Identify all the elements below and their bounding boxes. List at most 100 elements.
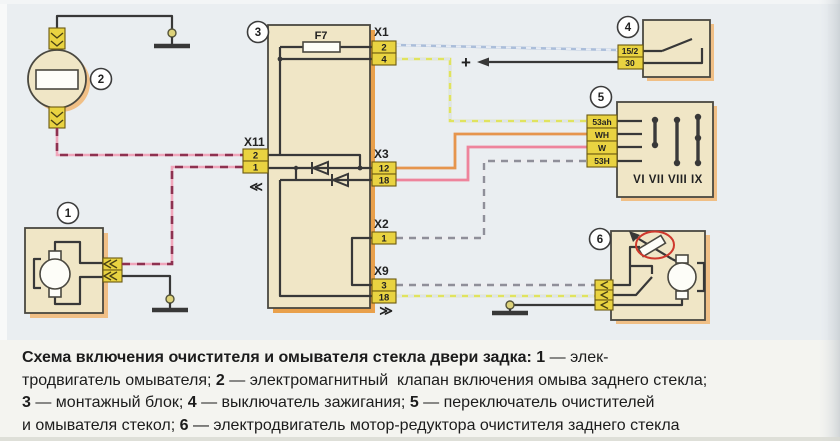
pin-number: 4 [381, 55, 387, 66]
switch-positions: VI VII VIII IX [633, 174, 703, 186]
connector-x3-label: X3 [374, 147, 389, 161]
junction-dot [293, 165, 299, 171]
connector-chevrons [50, 111, 64, 126]
figure-caption: Схема включения очистителя и омывателя с… [22, 347, 817, 437]
ignition-terminal-30 [617, 56, 644, 70]
washer-internal-wires [53, 240, 103, 306]
pin-number: 1 [253, 163, 259, 174]
thermofuse-arrow [629, 231, 640, 242]
brush-bottom [675, 290, 689, 300]
caption-text: — переключатель очистителей [418, 394, 655, 411]
motor6-internal-wires [613, 245, 684, 307]
motor6-pin-2 [594, 289, 614, 301]
thermofuse-highlight-circle [635, 230, 675, 260]
caption-line-1: Схема включения очистителя и омывателя с… [22, 347, 817, 370]
callout-5: 5 [598, 92, 605, 104]
caption-line-4: и омывателя стекол; 6 — электродвигатель… [22, 415, 817, 438]
valve-ground-wire [55, 14, 174, 30]
callout-6: 6 [597, 234, 603, 246]
thermofuse [637, 234, 667, 258]
caption-text: — электродвигатель мотор-редуктора очист… [188, 416, 680, 434]
connector-direction-symbol: ≫ [379, 303, 393, 318]
ground-point-dot [505, 300, 515, 310]
caption-text: 4 [187, 394, 197, 411]
page-top-margin [0, 0, 840, 4]
rear-wiper-motor [594, 230, 710, 324]
connector-chevrons [600, 290, 609, 300]
motor-rotor [39, 258, 71, 290]
ignition-switch: 15/2 30 [617, 19, 714, 81]
wire-ignition-blue-stripe [395, 44, 619, 51]
x2-pin-1 [371, 231, 397, 245]
pin-number: 2 [253, 151, 258, 162]
pin-number: 12 [379, 164, 390, 175]
diode-2 [330, 172, 349, 188]
callout-2-circle [89, 67, 113, 91]
callout-6-circle [588, 227, 612, 251]
pin-number: 2 [381, 43, 386, 54]
wire-switch-supply-stripe [396, 57, 587, 123]
motor6-rotor [667, 262, 697, 292]
connector-x2-label: X2 [374, 217, 389, 231]
callout-1-circle [56, 201, 80, 225]
callout-4-circle [616, 15, 640, 39]
terminal-label: 15/2 [622, 46, 639, 56]
caption-text: 3 [22, 394, 31, 411]
washer-motor [24, 227, 188, 318]
wiper-switch: VI VII VIII IX 53ah WH W 53H [586, 101, 717, 201]
terminal-label: 53H [594, 156, 610, 166]
caption-area [0, 340, 840, 441]
fuse-label: F7 [315, 30, 328, 42]
motor6-pin-3 [594, 299, 614, 311]
motor6-pin-1 [594, 279, 614, 291]
pin-number: 18 [379, 176, 390, 187]
block-connectors: X1 2 4 X3 12 18 X2 1 X9 3 18 ≫ X11 2 1 ≪ [242, 25, 397, 318]
connector-chevrons [103, 259, 118, 269]
fuse-circuit [278, 45, 372, 155]
caption-text: — электромагнитный клапан включения омыв… [224, 371, 708, 389]
washout-valve [27, 14, 190, 129]
battery-arrow-head [477, 57, 489, 67]
valve-coil [35, 69, 79, 90]
terminal-label: W [598, 143, 607, 153]
caption-line-2: тродвигатель омывателя; 2 — электромагни… [22, 370, 817, 393]
wire-wh-orange [396, 132, 587, 170]
pin-number: 18 [379, 293, 390, 304]
pin-number: 1 [381, 234, 387, 245]
wire-valve-feed-stripe [55, 128, 243, 157]
switch-terminal-53h [586, 153, 618, 168]
terminal-label: 30 [625, 58, 635, 68]
x11-pin-1 [242, 160, 269, 174]
callout-labels: 1 2 3 4 5 6 [56, 15, 640, 251]
callout-1: 1 [65, 208, 72, 220]
wire-washer-feed-stripe [122, 165, 243, 266]
caption-text: тродвигатель омывателя; [22, 371, 216, 389]
connector-x11-label: X11 [244, 135, 265, 149]
caption-text: — элек- [545, 349, 609, 366]
caption-text: Схема включения очистителя и омывателя с… [22, 349, 546, 366]
washer-pin-1 [102, 257, 123, 271]
mounting-block: F7 [267, 24, 375, 313]
caption-text: 5 [409, 394, 419, 411]
connector-x9-label: X9 [374, 264, 389, 278]
x1-pin-4 [371, 52, 397, 66]
caption-text: 6 [179, 416, 189, 434]
callout-3-circle [246, 20, 270, 44]
motor-magnet-bracket [32, 257, 41, 290]
connector-chevrons [50, 32, 64, 47]
callout-2: 2 [98, 74, 104, 86]
caption-text: и омывателя стекол; [22, 416, 180, 434]
caption-text: 2 [215, 371, 225, 389]
terminal-label: WH [595, 130, 609, 140]
diode-1 [310, 160, 329, 176]
page-left-margin [0, 0, 7, 340]
wire-w-rose [396, 145, 587, 182]
ground-point-dot [165, 294, 175, 304]
ground-point-dot [167, 28, 177, 38]
callout-3: 3 [255, 27, 261, 39]
callout-4: 4 [625, 22, 632, 34]
scan-edge-bottom [0, 437, 840, 441]
junction-dot [357, 165, 363, 171]
motor-magnet-bracket [697, 261, 706, 293]
